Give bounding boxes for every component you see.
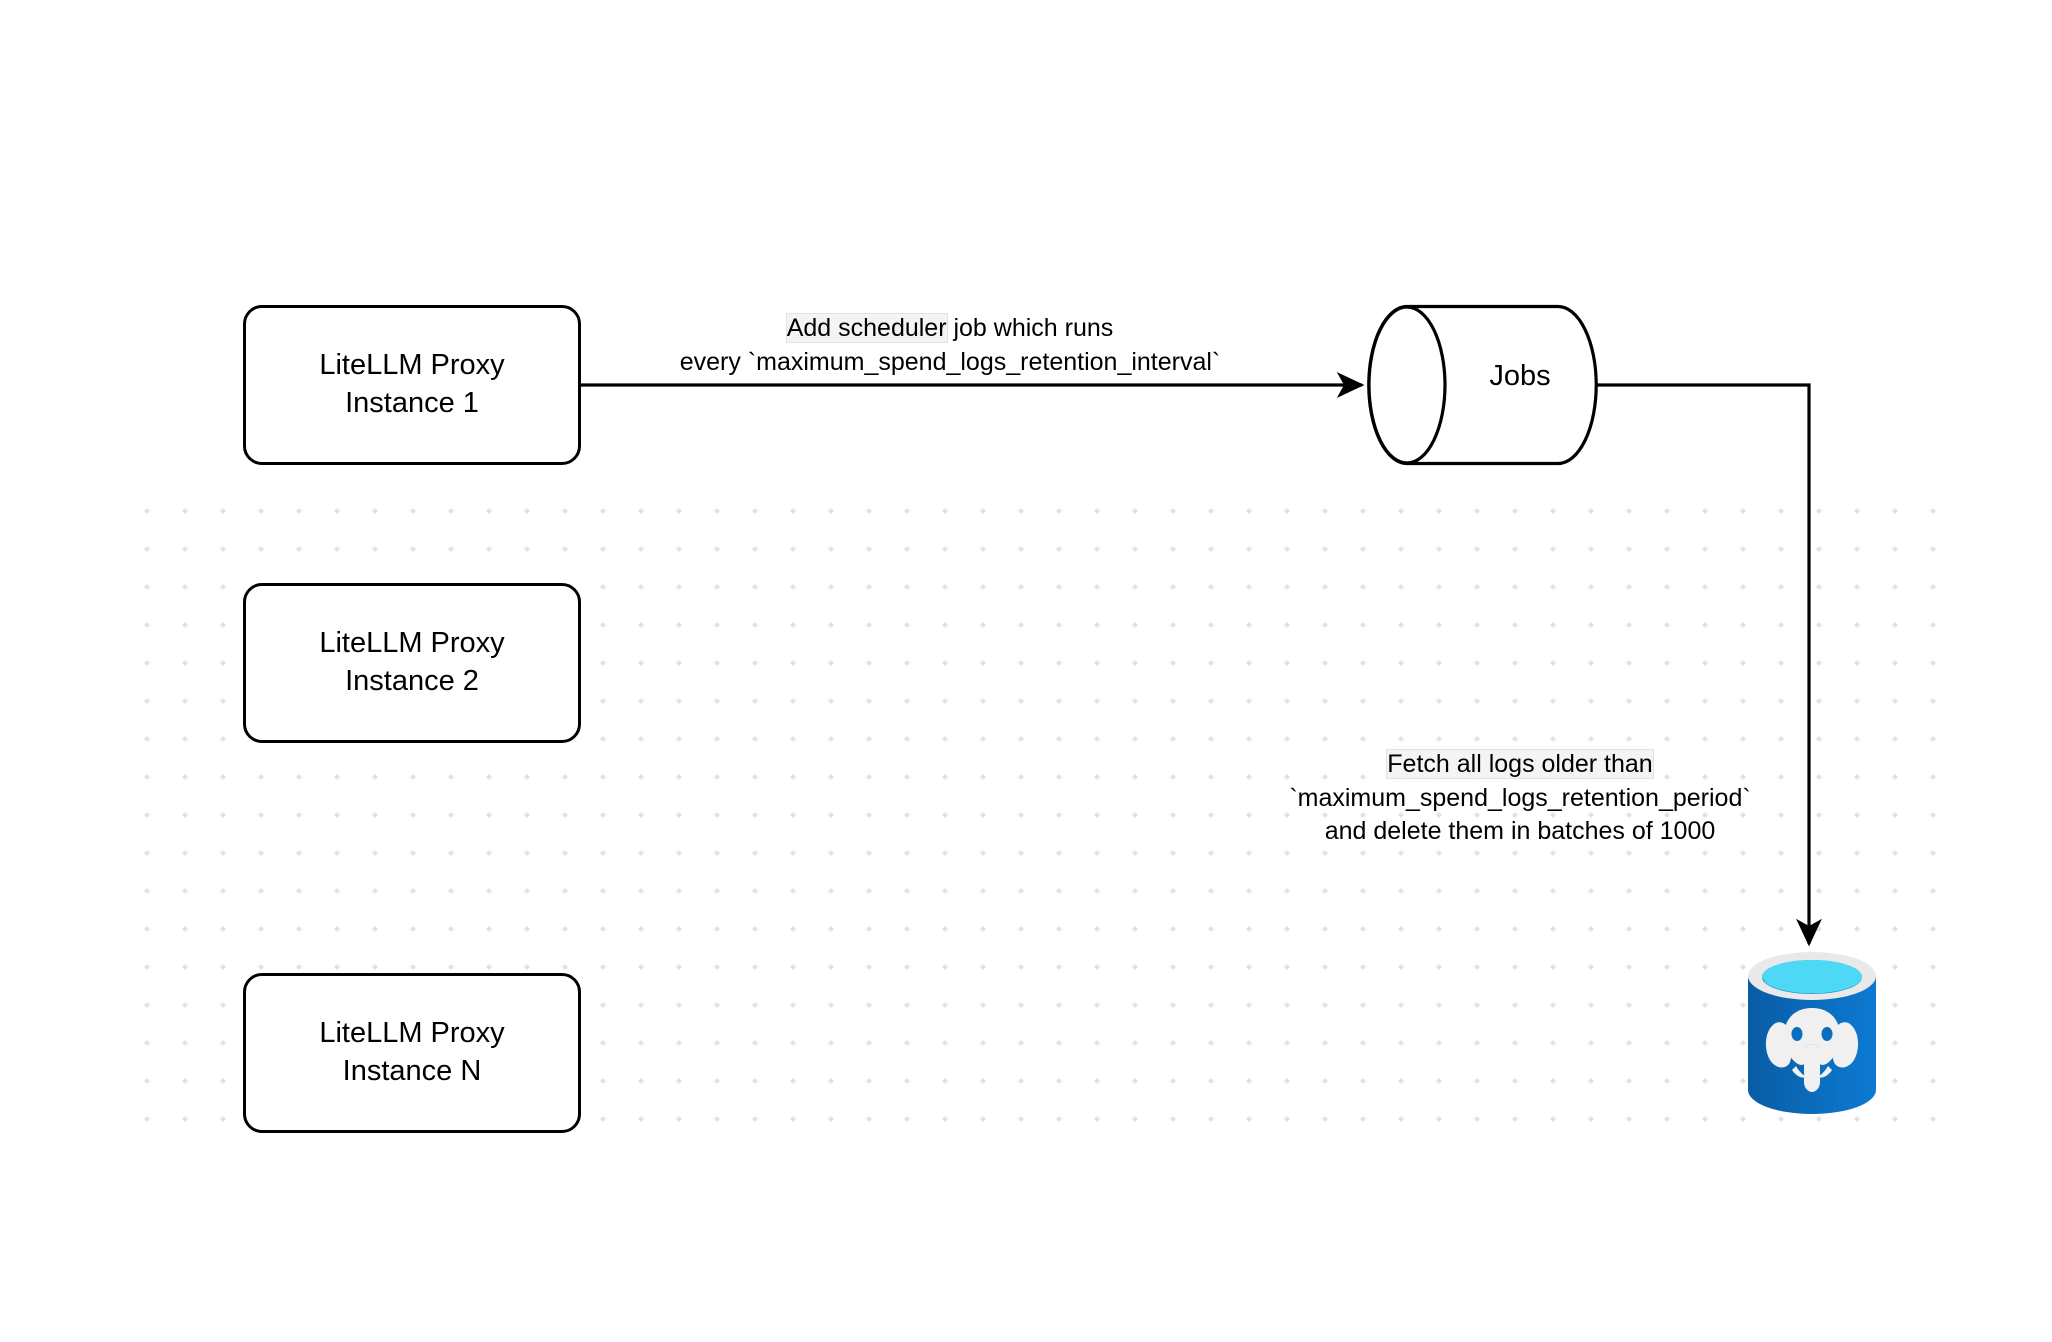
edge-label-line-1: Add scheduler job which runs (620, 312, 1280, 346)
node-label-line-2: Instance 2 (345, 665, 479, 697)
node-label-line-2: Instance N (342, 1055, 482, 1087)
node-litellm-proxy-instance-n[interactable]: LiteLLM Proxy Instance N (243, 973, 581, 1133)
jobs-cylinder-shape (1367, 304, 1598, 466)
edge-label-line-1: Fetch all logs older than (1255, 748, 1785, 782)
elephant-left-eye (1791, 1027, 1803, 1041)
elephant-right-eye (1821, 1027, 1833, 1041)
connector-jobs-to-postgres (1596, 383, 1822, 947)
edge-label-add-scheduler-job: Add scheduler job which runs every `maxi… (620, 312, 1280, 379)
node-label-line-1: LiteLLM Proxy (319, 1017, 505, 1050)
elephant-icon (1765, 1008, 1859, 1092)
edge-label-fetch-and-delete-logs: Fetch all logs older than `maximum_spend… (1255, 748, 1785, 849)
node-litellm-proxy-instance-1[interactable]: LiteLLM Proxy Instance 1 (243, 305, 581, 465)
postgresql-database-icon[interactable] (1742, 950, 1882, 1118)
edge-label-line-2: every `maximum_spend_logs_retention_inte… (679, 347, 1221, 376)
edge-label-line-2: `maximum_spend_logs_retention_period` (1289, 783, 1751, 812)
node-label-line-1: LiteLLM Proxy (319, 349, 505, 382)
node-label-line-2: Instance 1 (345, 387, 479, 419)
edge-label-line-1-rest: job which runs (946, 314, 1114, 342)
node-label-line-1: LiteLLM Proxy (319, 627, 505, 660)
edge-label-highlight: Fetch all logs older than (1387, 750, 1653, 778)
db-top-surface (1762, 960, 1862, 994)
edge-label-highlight: Add scheduler (786, 314, 947, 342)
node-label-jobs: Jobs (1489, 360, 1551, 392)
edge-label-line-3: and delete them in batches of 1000 (1324, 817, 1716, 845)
node-litellm-proxy-instance-2[interactable]: LiteLLM Proxy Instance 2 (243, 583, 581, 743)
